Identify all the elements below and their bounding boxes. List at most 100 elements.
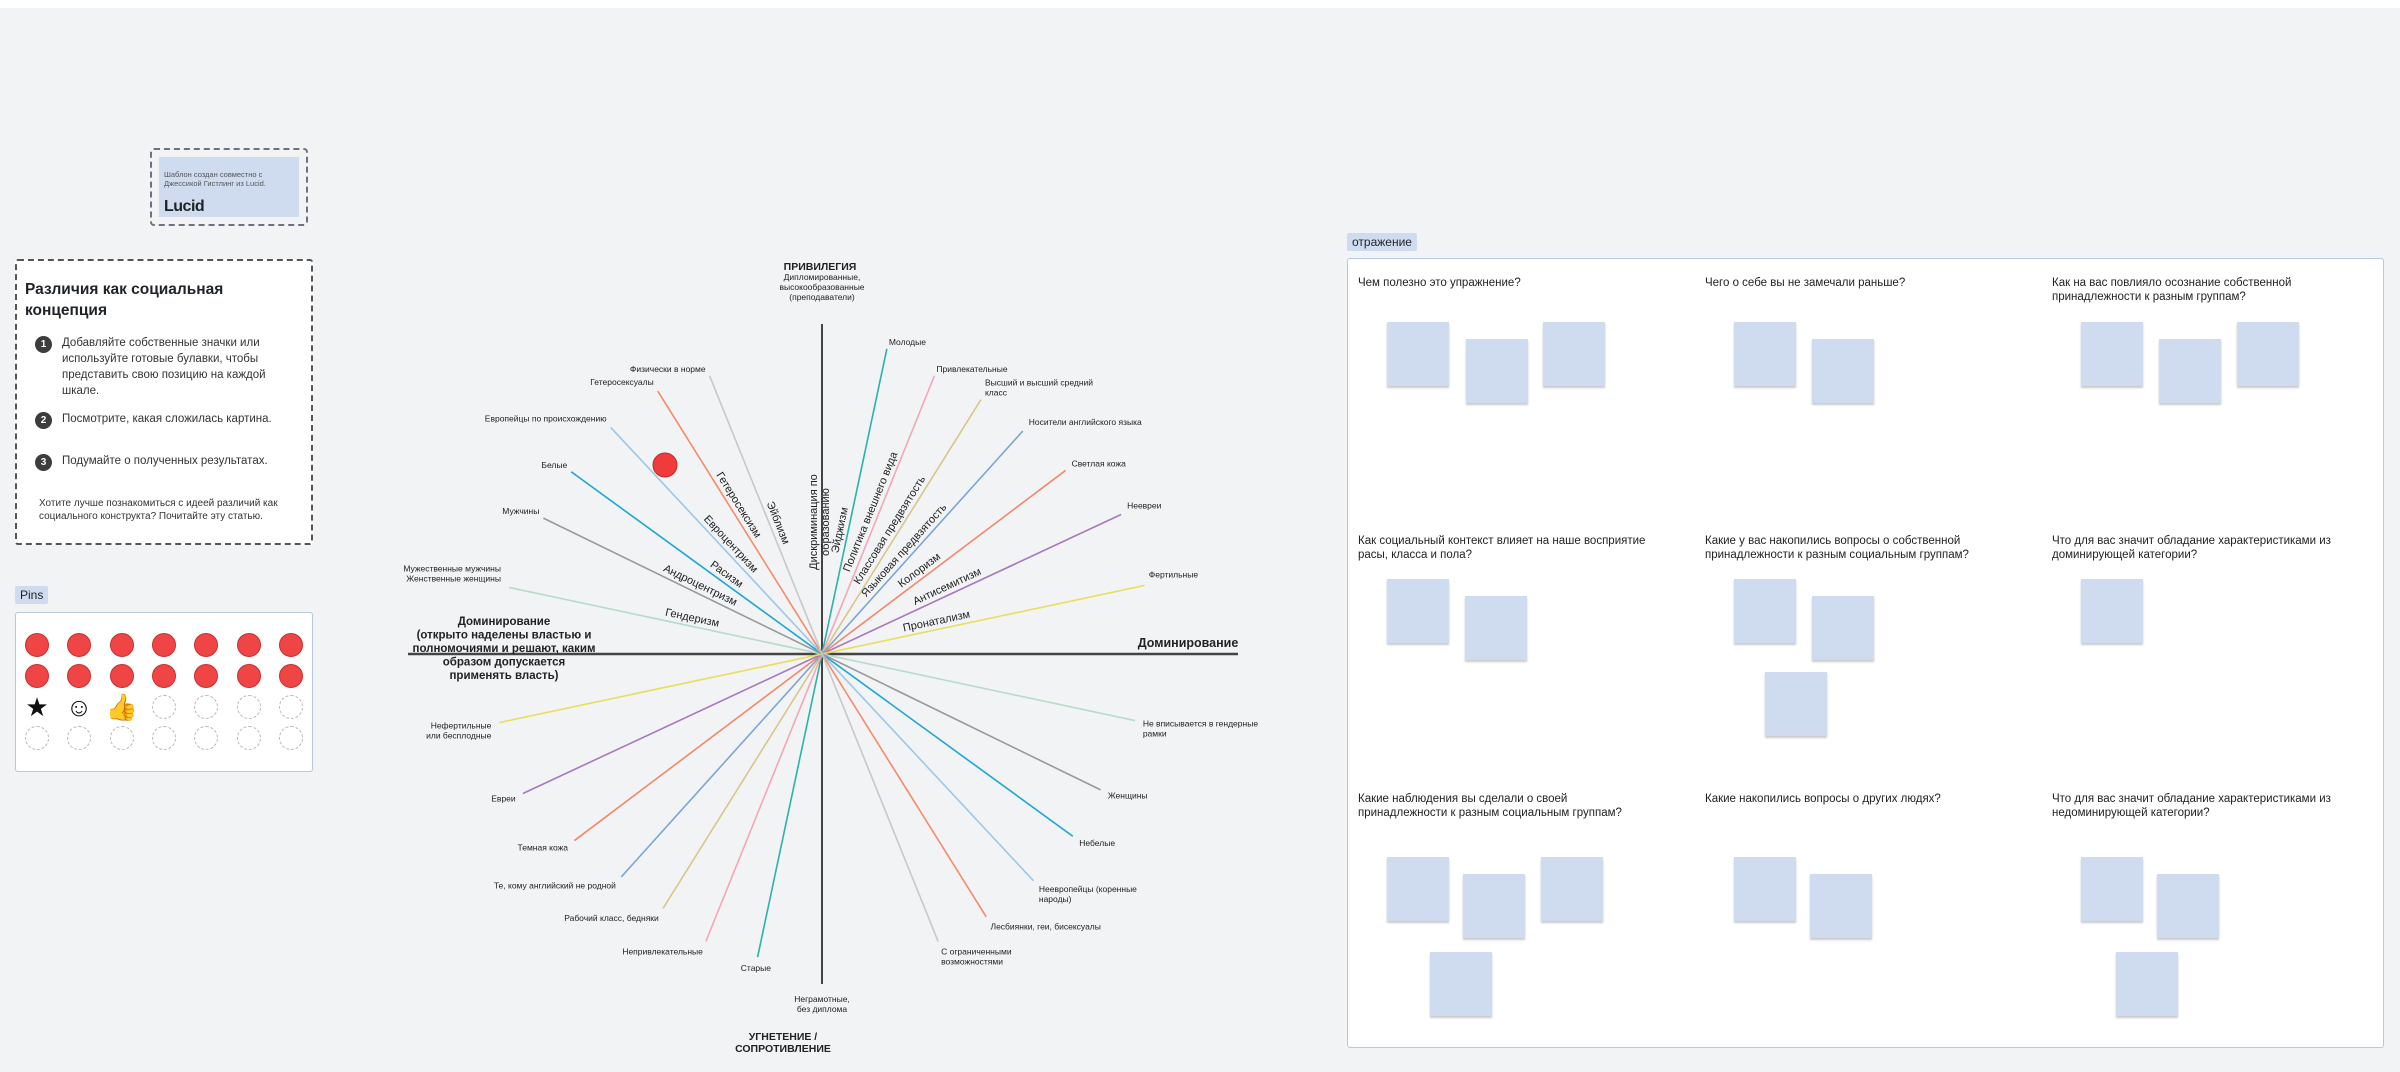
- empty-pin-slot[interactable]: [110, 726, 134, 750]
- axis-bottom-label: Те, кому английский не родной: [494, 880, 616, 890]
- sticky-note[interactable]: [1466, 339, 1528, 403]
- sticky-note[interactable]: [1812, 339, 1874, 403]
- empty-pin-slot[interactable]: [237, 726, 261, 750]
- spectrum-axis-line: [705, 375, 936, 942]
- instruction-step-1: 1 Добавляйте собственные значки или испо…: [35, 335, 297, 399]
- empty-pin-slot[interactable]: [237, 695, 261, 719]
- privilege-label: ПРИВИЛЕГИЯ: [784, 261, 857, 273]
- sticky-note[interactable]: [2159, 339, 2221, 403]
- red-pin[interactable]: [279, 633, 303, 657]
- red-pin[interactable]: [194, 633, 218, 657]
- red-pin[interactable]: [152, 633, 176, 657]
- reflection-question: Чего о себе вы не замечали раньше?: [1705, 277, 1906, 289]
- axis-top-label: Дипломированные,высокообразованные(препо…: [779, 272, 864, 302]
- red-pin[interactable]: [237, 664, 261, 688]
- dominance-left-label: Доминирование(открыто наделены властью и…: [413, 616, 596, 682]
- instructions-panel[interactable]: Различия как социальная концепция 1 Доба…: [15, 259, 313, 545]
- sticky-note[interactable]: [1387, 579, 1449, 643]
- sticky-note[interactable]: [1734, 322, 1796, 386]
- red-pin[interactable]: [194, 664, 218, 688]
- instruction-step-2: 2 Посмотрите, какая сложилась картина.: [35, 411, 297, 429]
- sticky-note[interactable]: [1765, 672, 1827, 736]
- step-text: Подумайте о полученных результатах.: [62, 455, 268, 467]
- red-pin[interactable]: [67, 664, 91, 688]
- red-pin[interactable]: [67, 633, 91, 657]
- empty-pin-slot[interactable]: [152, 726, 176, 750]
- axis-top-label: Молодые: [889, 337, 926, 347]
- reflection-question: Какие наблюдения вы сделали о своей прин…: [1358, 793, 1622, 819]
- reflection-question: Какие у вас накопились вопросы о собстве…: [1705, 535, 1969, 561]
- placed-red-pin[interactable]: [652, 452, 678, 478]
- axis-top-label: Привлекательные: [936, 364, 1007, 374]
- axis-bottom-label: Женщины: [1108, 790, 1148, 800]
- sticky-note[interactable]: [2237, 322, 2299, 386]
- step-text: Добавляйте собственные значки или исполь…: [62, 337, 266, 397]
- empty-pin-slot[interactable]: [194, 726, 218, 750]
- reflection-board: Чем полезно это упражнение?Чего о себе в…: [1347, 258, 2384, 1048]
- step-number-badge: 2: [35, 412, 52, 429]
- thumbs-up-icon[interactable]: 👍: [105, 692, 139, 722]
- article-link-text[interactable]: Хотите лучше познакомиться с идеей разли…: [39, 498, 278, 522]
- empty-pin-slot[interactable]: [279, 695, 303, 719]
- axis-bottom-label: Старые: [741, 963, 772, 973]
- sticky-note[interactable]: [1387, 322, 1449, 386]
- sticky-note[interactable]: [2081, 857, 2143, 921]
- red-pin[interactable]: [279, 664, 303, 688]
- sticky-note[interactable]: [1465, 596, 1527, 660]
- oppression-resistance-label: УГНЕТЕНИЕ /СОПРОТИВЛЕНИЕ: [735, 1031, 831, 1055]
- red-pin[interactable]: [110, 633, 134, 657]
- axis-top-label: Европейцы по происхождению: [485, 413, 607, 423]
- reflection-label: отражение: [1347, 233, 1417, 251]
- axis-top-label: Белые: [541, 460, 567, 470]
- red-pin[interactable]: [110, 664, 134, 688]
- sticky-note[interactable]: [1543, 322, 1605, 386]
- pins-palette: ★ ☺ 👍: [15, 612, 313, 772]
- ism-label: Дискриминация пообразованию: [808, 474, 832, 570]
- axis-top-label: Светлая кожа: [1072, 458, 1126, 468]
- red-pin[interactable]: [237, 633, 261, 657]
- empty-pin-slot[interactable]: [67, 726, 91, 750]
- axis-bottom-label: Небелые: [1079, 838, 1115, 848]
- axis-top-label: Носители английского языка: [1029, 417, 1142, 427]
- sticky-note[interactable]: [1812, 596, 1874, 660]
- sticky-note[interactable]: [2157, 874, 2219, 938]
- sticky-note[interactable]: [1387, 857, 1449, 921]
- instructions-title: Различия как социальная концепция: [25, 281, 224, 319]
- sticky-note[interactable]: [2081, 579, 2143, 643]
- top-toolbar-strip: [0, 0, 2400, 8]
- reflection-question: Что для вас значит обладание характерист…: [2052, 793, 2331, 819]
- sticky-note[interactable]: [1734, 579, 1796, 643]
- sticky-note[interactable]: [1541, 857, 1603, 921]
- axis-bottom-label: Лесбиянки, геи, бисексуалы: [991, 921, 1101, 931]
- sticky-note[interactable]: [2081, 322, 2143, 386]
- red-pin[interactable]: [25, 664, 49, 688]
- sticky-note[interactable]: [1463, 874, 1525, 938]
- red-pin[interactable]: [152, 664, 176, 688]
- smiley-icon[interactable]: ☺: [65, 692, 93, 722]
- sticky-note[interactable]: [1810, 874, 1872, 938]
- empty-pin-slot[interactable]: [279, 726, 303, 750]
- axis-bottom-label: Евреи: [491, 794, 516, 804]
- sticky-note[interactable]: [1430, 952, 1492, 1016]
- reflection-question: Как на вас повлияло осознание собственно…: [2052, 277, 2292, 303]
- star-icon[interactable]: ★: [25, 692, 49, 722]
- sticky-note[interactable]: [2116, 952, 2178, 1016]
- empty-pin-slot[interactable]: [152, 695, 176, 719]
- step-text: Посмотрите, какая сложилась картина.: [62, 413, 272, 425]
- red-pin[interactable]: [25, 633, 49, 657]
- axis-bottom-label: Темная кожа: [518, 843, 569, 853]
- credit-background: [159, 157, 299, 217]
- template-credit-card[interactable]: Шаблон создан совместно с Джессикой Гист…: [150, 148, 308, 226]
- ism-label: Эйблизм: [764, 500, 792, 546]
- axis-bottom-label: Неграмотные,без диплома: [794, 994, 850, 1014]
- empty-pin-slot[interactable]: [194, 695, 218, 719]
- pins-label: Pins: [15, 586, 49, 604]
- instruction-step-3: 3 Подумайте о полученных результатах.: [35, 453, 297, 471]
- reflection-question: Что для вас значит обладание характерист…: [2052, 535, 2331, 561]
- empty-pin-slot[interactable]: [25, 726, 49, 750]
- sticky-note[interactable]: [1734, 857, 1796, 921]
